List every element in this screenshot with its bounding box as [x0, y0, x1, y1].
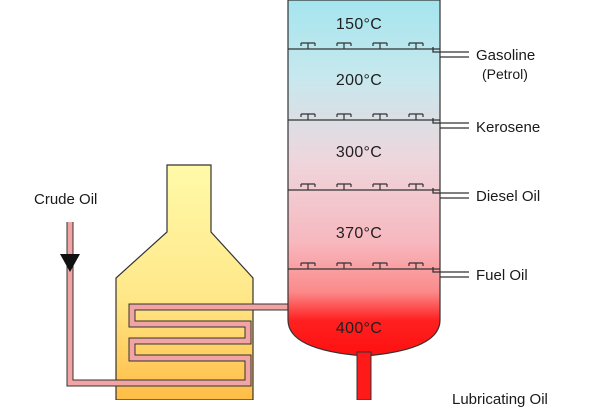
- product-lubricating-oil: Lubricating Oil: [452, 391, 548, 408]
- bubble-cap-icon: [408, 113, 424, 120]
- temp-label-2: 200°C: [335, 72, 383, 89]
- product-fuel-oil: Fuel Oil: [476, 267, 528, 284]
- product-pipe-kerosene: [432, 118, 469, 124]
- product-diesel-oil: Diesel Oil: [476, 188, 541, 205]
- bubble-cap-icon: [336, 262, 352, 269]
- bubble-cap-icon: [372, 262, 388, 269]
- crude-oil-pipe-outline: [66, 222, 296, 387]
- bubble-cap-icon: [372, 113, 388, 120]
- bubble-cap-icon: [336, 42, 352, 49]
- crude-oil-pipe: [67, 222, 296, 386]
- temp-label-3: 300°C: [335, 144, 383, 161]
- product-pipe-gasoline: [432, 47, 469, 53]
- product-gasoline: Gasoline: [476, 47, 536, 64]
- crude-oil-label: Crude Oil: [34, 191, 98, 208]
- lubricating-oil-outlet: [356, 351, 372, 400]
- product-pipe-diesel-oil: [432, 188, 469, 194]
- bubble-cap-icon: [408, 262, 424, 269]
- furnace: [115, 164, 254, 400]
- temp-label-5: 400°C: [335, 320, 383, 337]
- product-pipe-fuel-oil: [432, 267, 469, 273]
- bubble-cap-icon: [408, 183, 424, 190]
- temp-label-1: 150°C: [335, 16, 383, 33]
- bubble-cap-icon: [336, 183, 352, 190]
- bubble-cap-icon: [336, 113, 352, 120]
- bubble-cap-icon: [300, 262, 316, 269]
- flow-arrow-icon: [60, 254, 80, 272]
- bubble-cap-icon: [300, 42, 316, 49]
- bubble-cap-icon: [372, 42, 388, 49]
- bubble-cap-icon: [300, 113, 316, 120]
- bubble-cap-icon: [300, 183, 316, 190]
- bubble-cap-icon: [372, 183, 388, 190]
- fractionating-column: [287, 0, 441, 357]
- temp-label-4: 370°C: [335, 225, 383, 242]
- product-gasoline-sub: (Petrol): [482, 66, 528, 82]
- bubble-cap-icon: [408, 42, 424, 49]
- product-kerosene: Kerosene: [476, 119, 541, 136]
